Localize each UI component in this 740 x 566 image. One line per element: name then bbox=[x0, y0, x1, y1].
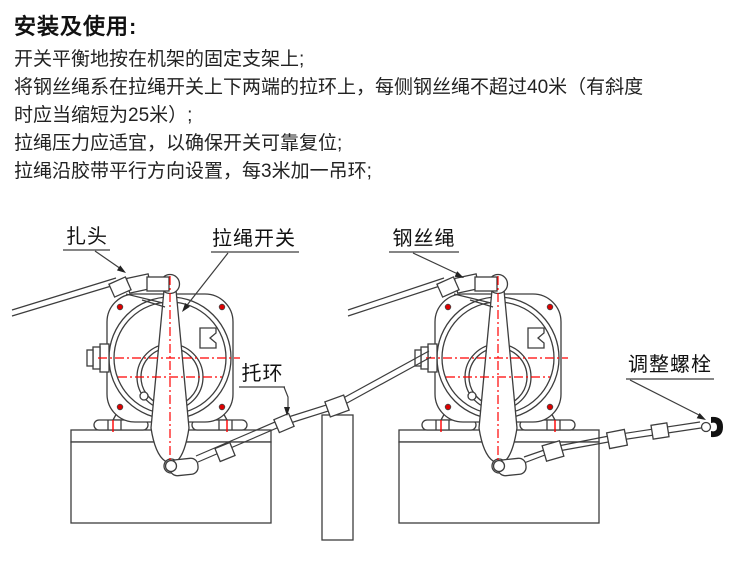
support-ring bbox=[273, 412, 295, 434]
instruction-line: 拉绳沿胶带平行方向设置，每3米加一吊环; bbox=[14, 161, 372, 182]
instruction-list: 开关平衡地按在机架的固定支架上; 将钢丝绳系在拉绳开关上下两端的拉环上，每侧钢丝… bbox=[14, 46, 730, 186]
pull-rope-switch-left bbox=[70, 273, 272, 524]
instruction-line: 时应当缩短为25米）; bbox=[14, 105, 193, 126]
label-adjusting-bolt: 调整螺栓 bbox=[628, 354, 712, 376]
label-wire-rope: 钢丝绳 bbox=[392, 228, 456, 250]
rope-link-right bbox=[492, 421, 712, 477]
callout-arrowheads bbox=[116, 265, 706, 420]
instruction-line: 将钢丝绳系在拉绳开关上下两端的拉环上，每侧钢丝绳不超过40米（有斜度 bbox=[14, 77, 644, 98]
label-pull-rope-switch: 拉绳开关 bbox=[212, 228, 296, 250]
label-support-ring: 托环 bbox=[241, 363, 284, 385]
adjusting-bolt bbox=[650, 422, 670, 440]
rope-link-left bbox=[164, 394, 350, 477]
instruction-line: 拉绳压力应适宜，以确保开关可靠复位; bbox=[14, 133, 343, 154]
wire-rope-upper-left bbox=[11, 277, 119, 317]
instruction-line: 开关平衡地按在机架的固定支架上; bbox=[14, 49, 305, 70]
wire-rope-upper-right bbox=[347, 277, 447, 317]
label-rope-clamp: 扎头 bbox=[66, 226, 108, 248]
support-column bbox=[321, 414, 354, 541]
callout-leaders bbox=[63, 249, 714, 417]
page-title: 安装及使用: bbox=[14, 14, 138, 39]
rope-end-hook bbox=[711, 416, 723, 438]
pull-rope-switch-right bbox=[398, 273, 600, 524]
wire-rope-lower-left bbox=[195, 350, 432, 463]
